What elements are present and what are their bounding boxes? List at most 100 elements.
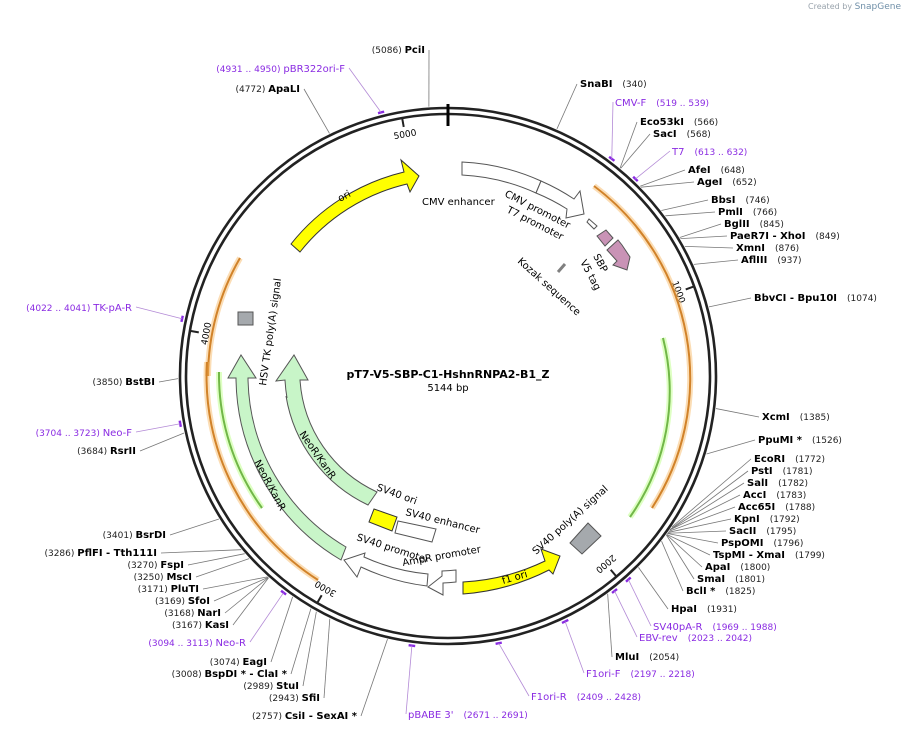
- enzyme-label[interactable]: BclI *(1825): [686, 586, 755, 597]
- enzyme-label[interactable]: ApaI(1800): [705, 562, 770, 573]
- primer-label[interactable]: pBABE 3'(2671 .. 2691): [408, 710, 528, 721]
- enzyme-label[interactable]: Acc65I(1788): [738, 502, 815, 513]
- primer-label[interactable]: (3094 .. 3113) Neo-R: [148, 638, 246, 649]
- enzyme-label[interactable]: PspOMI(1796): [721, 538, 803, 549]
- enzyme-label[interactable]: BglII(845): [724, 219, 784, 230]
- enzyme-label[interactable]: (3168) NarI: [164, 608, 221, 619]
- enzyme-label[interactable]: (3171) PluTI: [138, 584, 199, 595]
- primer-label[interactable]: T7(613 .. 632): [671, 147, 747, 158]
- enzyme-label[interactable]: SnaBI(340): [580, 79, 647, 90]
- enzyme-label[interactable]: (3286) PflFI - Tth111I: [44, 548, 157, 559]
- primer-label[interactable]: F1ori-R(2409 .. 2428): [531, 692, 641, 703]
- enzyme-label[interactable]: BbsI(746): [711, 195, 770, 206]
- primer-bar[interactable]: [611, 588, 618, 594]
- feature-ori[interactable]: [290, 158, 420, 253]
- enzyme-leader-line: [667, 530, 727, 534]
- enzyme-position: (1781): [783, 467, 813, 477]
- feature-t7-promoter[interactable]: [586, 218, 598, 230]
- primer-bar[interactable]: [377, 110, 385, 115]
- primer-label[interactable]: EBV-rev(2023 .. 2042): [639, 633, 752, 644]
- enzyme-label[interactable]: PstI(1781): [751, 466, 813, 477]
- enzyme-label[interactable]: XmnI(876): [736, 243, 799, 254]
- enzyme-leader-line: [680, 235, 728, 240]
- feature-f1-ori[interactable]: [462, 548, 561, 595]
- enzyme-label[interactable]: TspMI - XmaI(1799): [713, 550, 825, 561]
- feature-v5-tag[interactable]: [596, 229, 614, 247]
- enzyme-label[interactable]: HpaI(1931): [671, 604, 737, 615]
- orf-line-orange-bottom-glow: [203, 361, 320, 583]
- enzyme-label[interactable]: MluI(2054): [615, 652, 679, 663]
- enzyme-label[interactable]: (3850) BstBI: [93, 377, 156, 388]
- feature-sv40-promoter[interactable]: [343, 552, 429, 587]
- enzyme-position: (1799): [795, 551, 825, 561]
- primer-label[interactable]: (4931 .. 4950) pBR322ori-F: [216, 64, 345, 75]
- primer-label[interactable]: F1ori-F(2197 .. 2218): [586, 669, 695, 680]
- primer-bar[interactable]: [608, 155, 616, 162]
- feature-kozak-sequence[interactable]: [556, 263, 567, 273]
- enzyme-label[interactable]: SalI(1782): [747, 478, 808, 489]
- feature-cmv-promoter[interactable]: [535, 180, 585, 219]
- enzyme-label[interactable]: PaeR7I - XhoI(849): [730, 231, 840, 242]
- enzyme-label[interactable]: (2943) SfiI: [269, 693, 320, 704]
- enzyme-leader-line: [213, 576, 269, 602]
- enzyme-leader-line: [195, 558, 250, 578]
- enzyme-label[interactable]: AgeI(652): [697, 177, 757, 188]
- enzyme-label[interactable]: BbvCI - Bpu10I(1074): [754, 293, 877, 304]
- enzyme-label[interactable]: (3684) RsrII: [77, 446, 136, 457]
- enzyme-position: (876): [775, 244, 799, 254]
- enzyme-label[interactable]: (3074) EagI: [210, 657, 267, 668]
- primer-bar[interactable]: [408, 643, 416, 648]
- primer-bar[interactable]: [561, 618, 569, 625]
- feature-sv40-ori[interactable]: [368, 508, 398, 532]
- enzyme-label[interactable]: (2989) StuI: [243, 681, 299, 692]
- enzyme-label[interactable]: (3167) KasI: [172, 620, 229, 631]
- enzyme-label[interactable]: (3008) BspDI * - ClaI *: [172, 669, 288, 680]
- enzyme-label[interactable]: SmaI(1801): [697, 574, 765, 585]
- enzyme-label[interactable]: (5086) PciI: [372, 45, 425, 56]
- enzyme-label[interactable]: (3401) BsrDI: [103, 530, 166, 541]
- feature-sbp[interactable]: [606, 239, 631, 271]
- enzyme-label[interactable]: (2757) CsiI - SexAI *: [252, 711, 358, 722]
- primer-label[interactable]: SV40pA-R(1969 .. 1988): [653, 622, 777, 633]
- primer-bar[interactable]: [632, 175, 639, 182]
- enzyme-label[interactable]: (3169) SfoI: [155, 596, 210, 607]
- primer-label[interactable]: (4022 .. 4041) TK-pA-R: [26, 303, 132, 314]
- enzyme-label[interactable]: (3250) MscI: [134, 572, 192, 583]
- feature-neor-kanr-inner[interactable]: [274, 354, 378, 506]
- enzyme-leader-line: [232, 577, 269, 626]
- enzyme-label[interactable]: EcoRI(1772): [754, 454, 825, 465]
- enzyme-label[interactable]: PmlI(766): [718, 207, 777, 218]
- enzyme-leader-line: [139, 432, 185, 452]
- enzyme-label[interactable]: PpuMI *(1526): [758, 435, 842, 446]
- feature-ampr-promoter[interactable]: [427, 569, 457, 596]
- enzyme-name: RsrII: [110, 446, 136, 457]
- primer-label[interactable]: (3704 .. 3723) Neo-F: [36, 428, 133, 439]
- primer-bar[interactable]: [495, 641, 503, 645]
- enzyme-label[interactable]: AflIII(937): [741, 255, 802, 266]
- enzyme-position: (937): [777, 256, 801, 266]
- enzyme-label[interactable]: AccI(1783): [743, 490, 806, 501]
- enzyme-leader-line: [667, 533, 719, 544]
- feature-sv40-polya[interactable]: [569, 522, 602, 555]
- enzyme-label[interactable]: KpnI(1792): [734, 514, 800, 525]
- primer-bar[interactable]: [178, 420, 182, 428]
- primer-bar[interactable]: [280, 589, 287, 596]
- enzyme-label[interactable]: (4772) ApaLI: [235, 84, 300, 95]
- enzyme-label[interactable]: SacII(1795): [729, 526, 796, 537]
- feature-neor-kanr-outer[interactable]: [227, 354, 347, 561]
- enzyme-label[interactable]: Eco53kI(566): [640, 117, 718, 128]
- enzyme-label[interactable]: AfeI(648): [688, 165, 745, 176]
- enzyme-label[interactable]: SacI(568): [653, 129, 711, 140]
- feature-hsv-tk-polya[interactable]: [237, 311, 254, 326]
- primer-label[interactable]: CMV-F(519 .. 539): [615, 98, 709, 109]
- feature-cmv-enhancer[interactable]: [461, 161, 542, 194]
- primer-bar[interactable]: [625, 576, 632, 583]
- feature-sv40-enhancer[interactable]: [394, 520, 437, 543]
- enzyme-leader-line: [224, 577, 269, 614]
- enzyme-leader-line: [160, 549, 242, 554]
- enzyme-label[interactable]: XcmI(1385): [762, 412, 830, 423]
- enzyme-name: PaeR7I - XhoI: [730, 231, 806, 242]
- enzyme-label[interactable]: (3270) FspI: [128, 560, 184, 571]
- orf-line-right: [629, 337, 671, 518]
- primer-bar[interactable]: [180, 315, 184, 323]
